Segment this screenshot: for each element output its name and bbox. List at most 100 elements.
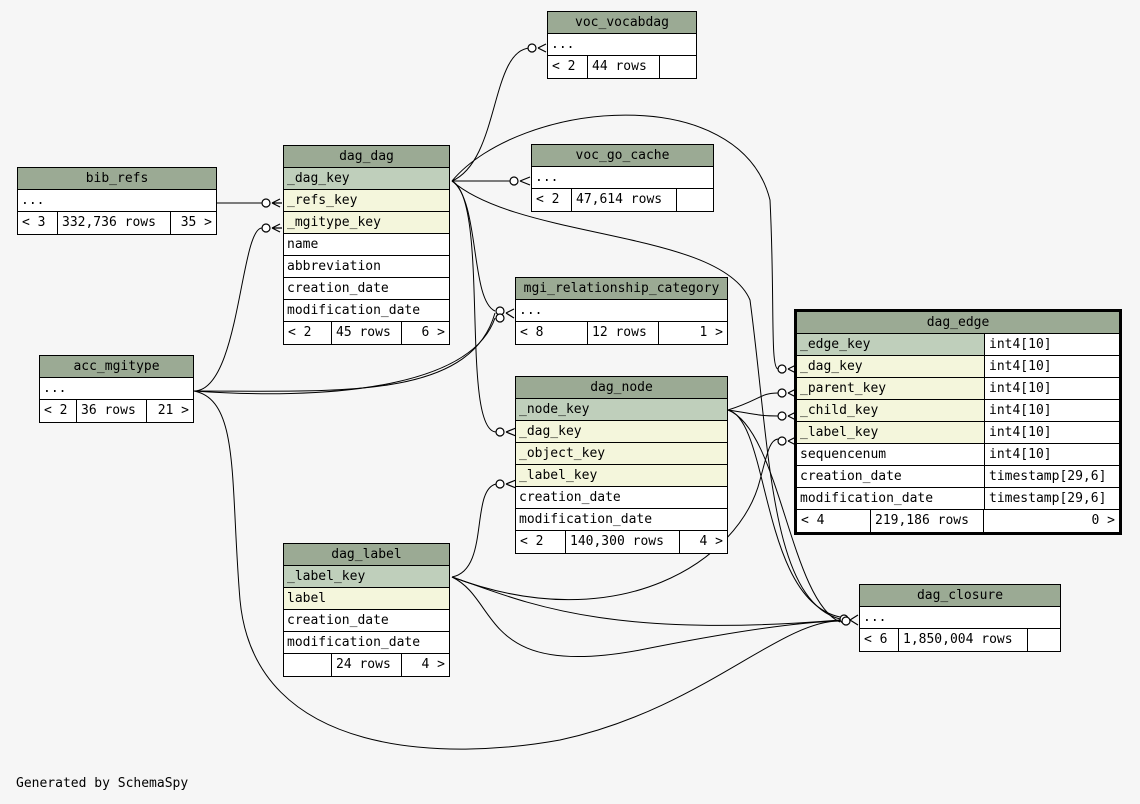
column-row: modification_date timestamp[29,6] (797, 488, 1119, 510)
table-footer: < 3 332,736 rows 35 > (18, 212, 216, 234)
column-type: int4[10] (984, 400, 1119, 421)
column-row: creation_date timestamp[29,6] (797, 466, 1119, 488)
children-count[interactable]: 1 > (699, 325, 723, 340)
parents-count[interactable]: < 2 (284, 322, 332, 344)
column-row: _object_key (516, 443, 727, 465)
table-title: dag_node (516, 377, 727, 399)
table-footer: < 2 36 rows 21 > (40, 400, 193, 422)
column-row: _child_key int4[10] (797, 400, 1119, 422)
table-footer: < 6 1,850,004 rows (860, 629, 1060, 651)
parents-count[interactable]: < 8 (516, 322, 588, 344)
rel-daglabel-dagnode (451, 483, 497, 578)
column-type: int4[10] (984, 444, 1119, 465)
parents-count[interactable]: < 6 (860, 629, 899, 651)
column-row: _refs_key (284, 190, 449, 212)
column-row: modification_date (516, 509, 727, 531)
rel-dagnode-dagedge-parent (727, 392, 779, 411)
children-count[interactable]: 4 > (699, 534, 723, 549)
table-voc_vocabdag[interactable]: voc_vocabdag ... < 2 44 rows (547, 11, 697, 79)
table-footer: < 4 219,186 rows 0 > (797, 510, 1119, 532)
rel-dagdag-vocvocabdag (451, 47, 531, 182)
column-row: sequencenum int4[10] (797, 444, 1119, 466)
column-name: sequencenum (800, 447, 887, 462)
rel-dagdag-mgirel (451, 180, 496, 312)
column-name: _child_key (800, 403, 879, 418)
parents-count[interactable]: < 3 (18, 212, 58, 234)
table-dag_dag[interactable]: dag_dag _dag_key _refs_key _mgitype_key … (283, 145, 450, 345)
parents-count[interactable]: < 2 (532, 189, 572, 211)
column-row: _label_key (284, 566, 449, 588)
children-count[interactable]: 0 > (1091, 513, 1115, 528)
column-row: label (284, 588, 449, 610)
children-count[interactable] (1028, 629, 1060, 651)
rel-accmgitype-dagdag (193, 227, 263, 392)
column-type: int4[10] (984, 334, 1119, 355)
table-row: ... (18, 190, 216, 212)
children-count[interactable]: 4 > (421, 657, 445, 672)
column-row: creation_date (284, 278, 449, 300)
row-count: 1,850,004 rows (899, 629, 1028, 651)
table-dag_closure[interactable]: dag_closure ... < 6 1,850,004 rows (859, 584, 1061, 652)
column-row: abbreviation (284, 256, 449, 278)
rel-dagdag-dagnode (451, 180, 497, 433)
children-count[interactable]: 35 > (180, 215, 212, 230)
table-acc_mgitype[interactable]: acc_mgitype ... < 2 36 rows 21 > (39, 355, 194, 423)
table-row: ... (516, 300, 727, 322)
row-count: 45 rows (332, 322, 402, 344)
children-count[interactable] (660, 56, 696, 78)
table-dag_label[interactable]: dag_label _label_key label creation_date… (283, 543, 450, 677)
table-mgi_relationship_category[interactable]: mgi_relationship_category ... < 8 12 row… (515, 277, 728, 345)
column-type: timestamp[29,6] (984, 466, 1119, 487)
column-row: _node_key (516, 399, 727, 421)
row-count: 140,300 rows (566, 531, 680, 553)
column-row: creation_date (284, 610, 449, 632)
row-count: 12 rows (588, 322, 659, 344)
table-footer: < 2 140,300 rows 4 > (516, 531, 727, 553)
column-row: _mgitype_key (284, 212, 449, 234)
parents-count[interactable] (284, 654, 332, 676)
column-type: timestamp[29,6] (984, 488, 1119, 509)
parents-count[interactable]: < 2 (40, 400, 77, 422)
table-title: acc_mgitype (40, 356, 193, 378)
rel-dagnode-dagedge-child (727, 409, 779, 417)
table-footer: < 2 45 rows 6 > (284, 322, 449, 344)
children-count[interactable]: 6 > (421, 325, 445, 340)
table-title: voc_go_cache (532, 145, 713, 167)
table-row: ... (548, 34, 696, 56)
column-row: name (284, 234, 449, 256)
table-row: ... (532, 167, 713, 189)
parents-count[interactable]: < 2 (516, 531, 566, 553)
column-name: _parent_key (800, 381, 887, 396)
column-row: _dag_key (284, 168, 449, 190)
children-count[interactable] (677, 189, 713, 211)
table-footer: 24 rows 4 > (284, 654, 449, 676)
column-name: creation_date (800, 469, 902, 484)
column-name: modification_date (800, 491, 934, 506)
column-row: modification_date (284, 300, 449, 322)
table-footer: < 2 44 rows (548, 56, 696, 78)
column-row: _dag_key (516, 421, 727, 443)
table-voc_go_cache[interactable]: voc_go_cache ... < 2 47,614 rows (531, 144, 714, 212)
table-title: bib_refs (18, 168, 216, 190)
generated-by-label: Generated by SchemaSpy (16, 776, 189, 791)
row-count: 47,614 rows (572, 189, 677, 211)
row-count: 332,736 rows (58, 212, 171, 234)
column-row: creation_date (516, 487, 727, 509)
parents-count[interactable]: < 4 (797, 510, 871, 532)
column-name: _edge_key (800, 337, 871, 352)
children-count[interactable]: 21 > (157, 403, 189, 418)
rel-daglabel-dagclosure-1 (451, 576, 841, 626)
row-count: 24 rows (332, 654, 402, 676)
column-row: modification_date (284, 632, 449, 654)
column-name: _dag_key (800, 359, 863, 374)
table-row: ... (40, 378, 193, 400)
parents-count[interactable]: < 2 (548, 56, 588, 78)
table-title: mgi_relationship_category (516, 278, 727, 300)
column-type: int4[10] (984, 378, 1119, 399)
table-dag_node[interactable]: dag_node _node_key _dag_key _object_key … (515, 376, 728, 554)
rel-daglabel-dagclosure-2 (451, 576, 841, 658)
table-bib_refs[interactable]: bib_refs ... < 3 332,736 rows 35 > (17, 167, 217, 235)
column-name: _label_key (800, 425, 879, 440)
